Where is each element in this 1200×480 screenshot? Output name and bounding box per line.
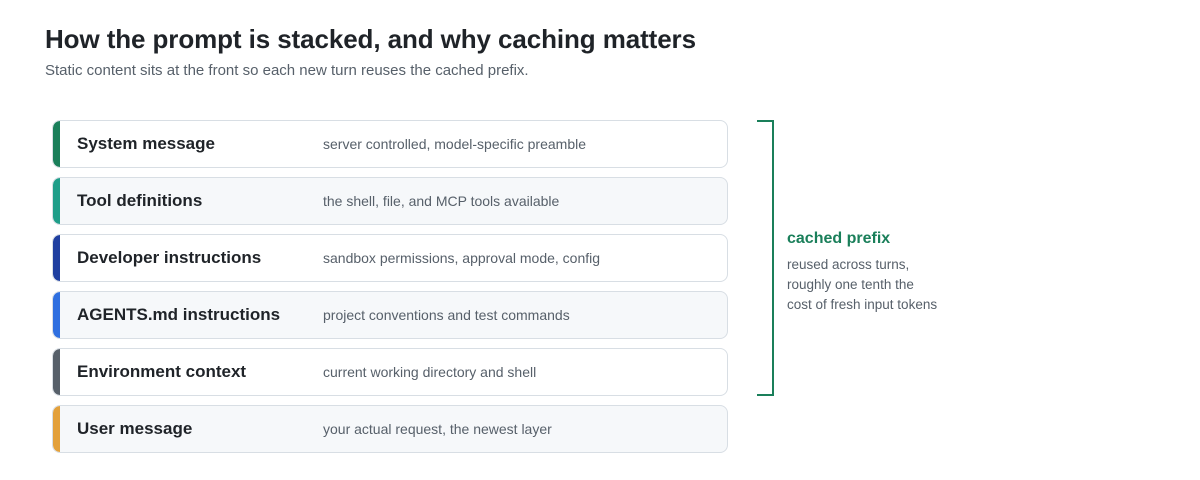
layer-color-bar [53, 406, 60, 452]
layer-description: your actual request, the newest layer [323, 421, 552, 437]
cached-prefix-label: cached prefix [787, 230, 891, 247]
layer-description: sandbox permissions, approval mode, conf… [323, 250, 601, 266]
layer-environment-context: Environment context current working dire… [52, 348, 728, 396]
cached-prefix-bracket [757, 120, 774, 396]
layer-name: Developer instructions [77, 248, 262, 267]
layer-name: AGENTS.md instructions [77, 305, 281, 324]
layer-color-bar [53, 292, 60, 338]
layer-description: project conventions and test commands [323, 307, 570, 323]
layer-color-bar [53, 235, 60, 281]
cached-prefix-note: reused across turns, roughly one tenth t… [787, 255, 987, 315]
page-subtitle: Static content sits at the front so each… [45, 62, 529, 79]
layer-tool-definitions: Tool definitions the shell, file, and MC… [52, 177, 728, 225]
layer-color-bar [53, 121, 60, 167]
layer-name: Tool definitions [77, 191, 203, 210]
layer-agents-md-instructions: AGENTS.md instructions project conventio… [52, 291, 728, 339]
layer-description: current working directory and shell [323, 364, 537, 380]
prompt-layer-stack: System message server controlled, model-… [52, 120, 728, 462]
layer-name: Environment context [77, 362, 247, 381]
layer-color-bar [53, 178, 60, 224]
layer-system-message: System message server controlled, model-… [52, 120, 728, 168]
layer-color-bar [53, 349, 60, 395]
cache-note-line: cost of fresh input tokens [787, 297, 938, 312]
layer-name: User message [77, 419, 193, 438]
layer-developer-instructions: Developer instructions sandbox permissio… [52, 234, 728, 282]
cache-note-line: roughly one tenth the [787, 277, 914, 292]
cache-note-line: reused across turns, [787, 257, 910, 272]
page-title: How the prompt is stacked, and why cachi… [45, 24, 696, 54]
layer-user-message: User message your actual request, the ne… [52, 405, 728, 453]
layer-name: System message [77, 134, 215, 153]
layer-description: server controlled, model-specific preamb… [323, 136, 586, 152]
layer-description: the shell, file, and MCP tools available [323, 193, 560, 209]
